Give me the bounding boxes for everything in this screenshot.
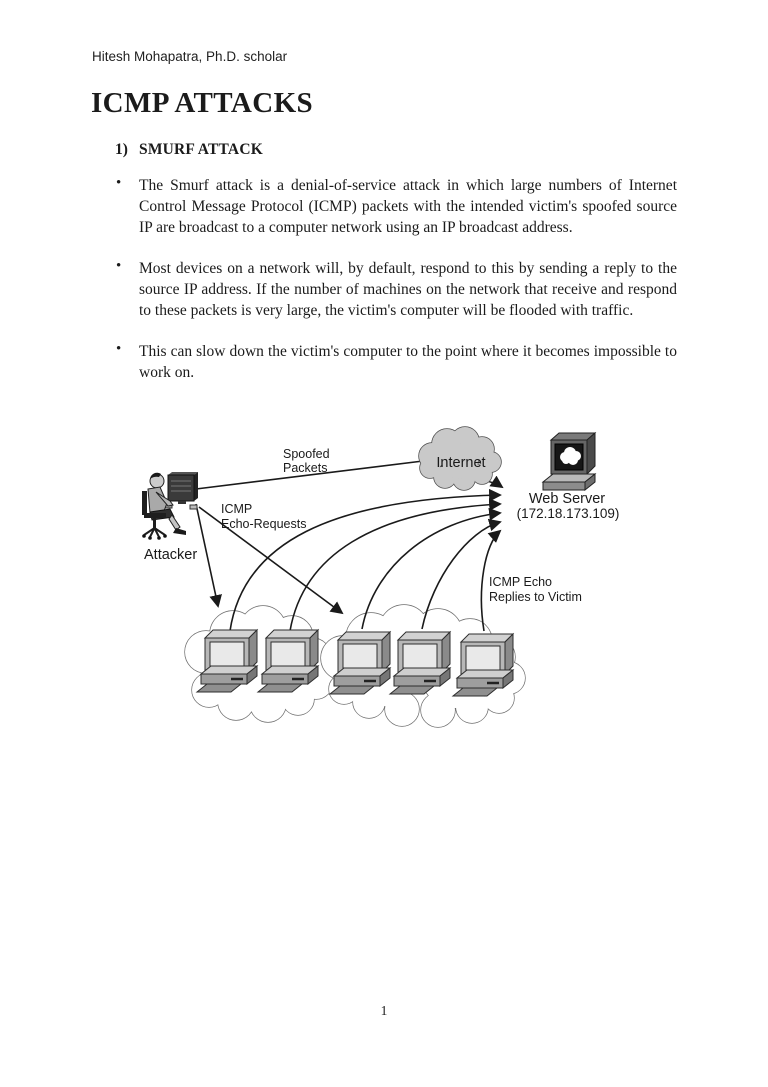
victim-computer-icon bbox=[451, 632, 515, 698]
echo-replies-label-line2: Replies to Victim bbox=[489, 590, 582, 604]
section-heading: SMURF ATTACK bbox=[139, 141, 263, 158]
web-server-icon bbox=[541, 431, 597, 492]
victim-computer-icon bbox=[388, 630, 452, 696]
echo-reply-curve-5 bbox=[480, 529, 502, 632]
echo-reply-curve-1 bbox=[229, 488, 502, 632]
server-screen-cloud-glyph bbox=[560, 447, 581, 465]
page-number: 1 bbox=[380, 1003, 388, 1018]
echo-request-arrow-right bbox=[198, 506, 344, 615]
victim-computer-icon bbox=[328, 630, 392, 696]
section-number: 1) bbox=[115, 141, 128, 158]
echo-replies-label-line1: ICMP Echo bbox=[489, 575, 552, 589]
attacker-label: Attacker bbox=[144, 547, 197, 563]
bullet-paragraph: Most devices on a network will, by defau… bbox=[139, 260, 677, 319]
bullet-marker: • bbox=[116, 175, 122, 191]
echo-reply-curve-4 bbox=[421, 518, 502, 630]
diagram-lines bbox=[195, 460, 504, 632]
echo-requests-label-line1: ICMP bbox=[221, 502, 252, 516]
smurf-attack-diagram: Internet bbox=[142, 426, 620, 728]
bullet-paragraph: This can slow down the victim's computer… bbox=[139, 343, 677, 381]
spoofed-packets-line bbox=[195, 460, 424, 490]
echo-reply-curve-3 bbox=[361, 507, 502, 630]
victim-computer-icon bbox=[195, 628, 259, 694]
bullet-marker: • bbox=[116, 341, 122, 357]
echo-request-arrow-left bbox=[195, 503, 222, 608]
bullet-marker: • bbox=[116, 258, 122, 274]
bullet-paragraph: The Smurf attack is a denial-of-service … bbox=[139, 177, 677, 236]
echo-reply-curve-2 bbox=[289, 498, 502, 632]
echo-requests-label-line2: Echo-Requests bbox=[221, 517, 306, 531]
attacker-icon bbox=[142, 472, 198, 540]
page-title: ICMP ATTACKS bbox=[91, 87, 314, 119]
spoofed-packets-label-line2: Packets bbox=[283, 461, 327, 475]
victim-computer-icon bbox=[256, 628, 320, 694]
web-server-label: Web Server bbox=[529, 491, 605, 507]
author-header: Hitesh Mohapatra, Ph.D. scholar bbox=[92, 49, 288, 64]
web-server-ip-label: (172.18.173.109) bbox=[517, 506, 620, 521]
internet-label: Internet bbox=[436, 455, 485, 471]
spoofed-packets-label-line1: Spoofed bbox=[283, 447, 330, 461]
